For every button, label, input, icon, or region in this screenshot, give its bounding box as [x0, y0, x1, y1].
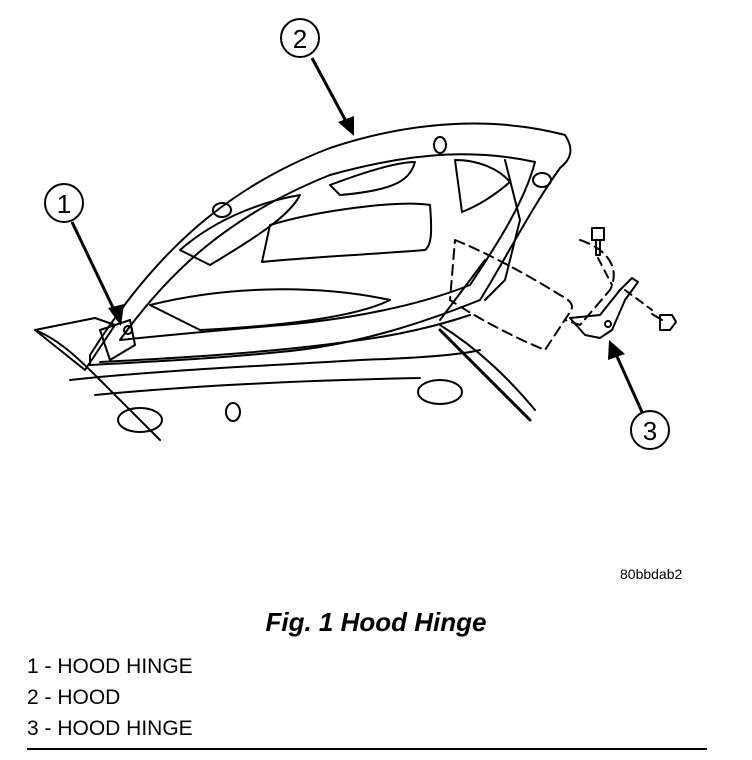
legend-item: 2 - HOOD: [27, 686, 121, 709]
legend-list: 1 - HOOD HINGE 2 - HOOD 3 - HOOD HINGE: [27, 651, 193, 744]
hood-outline: [89, 122, 572, 366]
phantom-bracket: [564, 239, 615, 326]
bay-part-left: [117, 407, 163, 433]
hood-cutout-top: [329, 161, 416, 196]
hood-cutout-right: [454, 159, 511, 213]
hood-gap-line: [439, 259, 486, 321]
callout-3: 3: [608, 340, 670, 450]
bottom-divider: [27, 748, 707, 750]
left-side-fender: [34, 317, 116, 371]
legend-item: 3 - HOOD HINGE: [27, 717, 193, 740]
fender-right: [439, 324, 536, 411]
phantom-outline: [449, 239, 573, 351]
hood-cutout-left: [179, 194, 301, 266]
hood-strut: [438, 328, 532, 422]
callout-1: 1: [44, 183, 124, 326]
callout-2-number: 2: [293, 24, 307, 54]
cowl-line: [69, 349, 481, 381]
figure-caption: Fig. 1 Hood Hinge: [265, 607, 487, 637]
callout-3-number: 3: [643, 416, 657, 446]
dash-to-side-bolt: [624, 289, 653, 311]
hood-hole-left: [212, 202, 232, 218]
callout-1-number: 1: [57, 189, 71, 219]
bay-part-right: [417, 379, 463, 405]
dash-to-top-bolt: [597, 257, 613, 286]
left-hinge-bolt: [123, 325, 133, 335]
callout-2: 2: [280, 18, 354, 136]
right-hinge-bolt-hole: [604, 320, 612, 328]
hood-hinge-illustration: 1 2 3: [34, 18, 677, 450]
top-bolt: [591, 227, 605, 256]
engine-bay-curve: [149, 288, 391, 331]
hood-hole-right: [532, 172, 552, 188]
figure-code: 80bbdab2: [620, 566, 683, 582]
legend-item: 1 - HOOD HINGE: [27, 655, 193, 678]
hood-cutout-center: [261, 202, 433, 263]
hood-edge-right: [484, 159, 521, 301]
engine-bay-line: [94, 377, 421, 396]
right-hinge: [569, 277, 639, 339]
hood-hole-top: [433, 136, 447, 154]
bay-part-mid: [225, 402, 241, 422]
hood-front-lip: [99, 314, 471, 363]
fender-left: [34, 329, 161, 441]
side-bolt: [651, 313, 677, 331]
